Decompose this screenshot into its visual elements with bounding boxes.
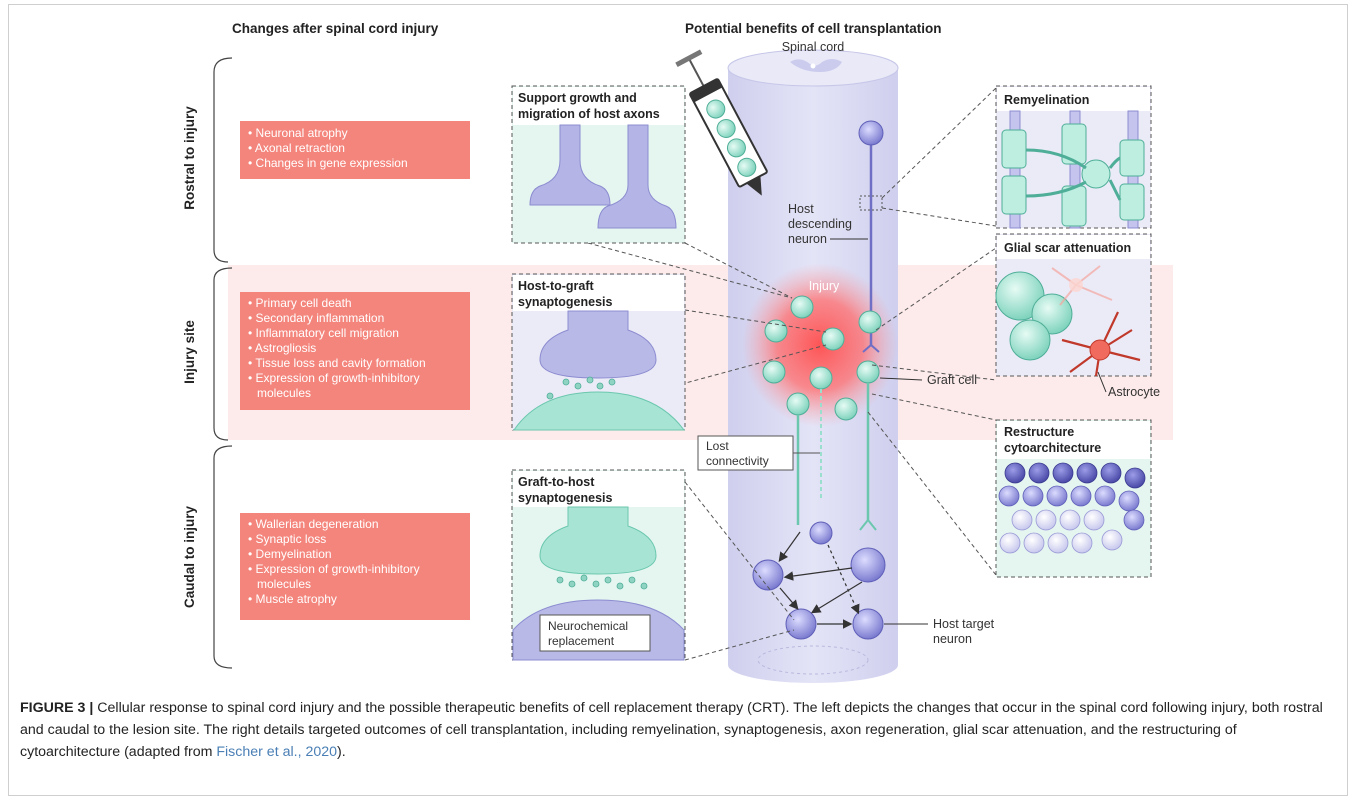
svg-text:Restructure: Restructure xyxy=(1004,425,1074,439)
svg-text:• Demyelination: • Demyelination xyxy=(248,547,332,561)
region-caudal-label: Caudal to injury xyxy=(182,506,197,609)
right-header: Potential benefits of cell transplantati… xyxy=(685,21,942,36)
panel-glial-scar: Glial scar attenuation xyxy=(995,233,1152,377)
connection-arrows xyxy=(778,531,863,629)
caudal-change-item: Synaptic loss xyxy=(256,532,327,546)
injury-changes-box xyxy=(240,292,470,410)
region-rostral-label: Rostral to injury xyxy=(182,106,197,210)
caudal-change-item: Expression of growth-inhibitory xyxy=(256,562,420,576)
caudal-change-item: molecules xyxy=(257,577,311,591)
panel-restructure: Restructure cytoarchitecture xyxy=(995,419,1152,578)
caption-citation-link[interactable]: Fischer et al., 2020 xyxy=(216,744,338,760)
injury-changes-list: • Primary cell death • Secondary inflamm… xyxy=(248,296,426,400)
figure-caption: FIGURE 3 | Cellular response to spinal c… xyxy=(20,697,1330,763)
injury-glow xyxy=(742,263,898,427)
caption-label: FIGURE 3 | xyxy=(20,700,94,716)
injury-change-item: Expression of growth-inhibitory xyxy=(256,371,420,385)
syringe-icon xyxy=(675,49,768,196)
svg-text:Lost: Lost xyxy=(706,439,729,453)
spinal-cord-label: Spinal cord xyxy=(782,40,845,54)
injury-change-item: Astrogliosis xyxy=(255,341,316,355)
astrocyte-label: Astrocyte xyxy=(1108,385,1160,399)
caudal-change-item: Muscle atrophy xyxy=(256,592,337,606)
svg-text:cytoarchitecture: cytoarchitecture xyxy=(1004,441,1101,455)
figure-diagram: Changes after spinal cord injury Potenti… xyxy=(182,21,1173,683)
panel-host-to-graft: Host-to-graft synaptogenesis xyxy=(511,273,686,431)
svg-text:• Inflammatory cell migration: • Inflammatory cell migration xyxy=(248,326,399,340)
svg-text:• Astrogliosis: • Astrogliosis xyxy=(248,341,316,355)
svg-text:• Expression of growth-inhibit: • Expression of growth-inhibitory xyxy=(248,371,420,385)
region-injury-label: Injury site xyxy=(182,320,197,384)
lost-connectivity-callout: Lost connectivity xyxy=(697,435,820,471)
rostral-change-item: Changes in gene expression xyxy=(256,156,408,170)
left-header: Changes after spinal cord injury xyxy=(232,21,439,36)
svg-text:• Wallerian degeneration: • Wallerian degeneration xyxy=(248,517,379,531)
svg-text:• Synaptic loss: • Synaptic loss xyxy=(248,532,326,546)
svg-text:Host-to-graft: Host-to-graft xyxy=(518,279,595,293)
injury-change-item: Tissue loss and cavity formation xyxy=(255,356,425,370)
rostral-changes-list: • Neuronal atrophy • Axonal retraction •… xyxy=(248,126,408,170)
injury-change-item: Inflammatory cell migration xyxy=(256,326,399,340)
svg-text:• Primary cell death: • Primary cell death xyxy=(248,296,352,310)
host-descending-label: Host descending neuron xyxy=(788,202,852,246)
injury-change-item: Primary cell death xyxy=(256,296,352,310)
svg-text:descending: descending xyxy=(788,217,852,231)
svg-text:• Neuronal atrophy: • Neuronal atrophy xyxy=(248,126,348,140)
svg-text:Neurochemical: Neurochemical xyxy=(548,619,628,633)
svg-text:Glial scar attenuation: Glial scar attenuation xyxy=(1004,241,1131,255)
svg-text:connectivity: connectivity xyxy=(706,454,769,468)
caudal-change-item: Demyelination xyxy=(256,547,332,561)
svg-text:migration of host axons: migration of host axons xyxy=(518,107,660,121)
rostral-change-item: Neuronal atrophy xyxy=(256,126,348,140)
injury-change-item: molecules xyxy=(257,386,311,400)
host-target-label: Host target neuron xyxy=(933,617,995,646)
svg-text:synaptogenesis: synaptogenesis xyxy=(518,295,613,309)
svg-text:• Muscle atrophy: • Muscle atrophy xyxy=(248,592,337,606)
svg-text:• Expression of growth-inhibit: • Expression of growth-inhibitory xyxy=(248,562,420,576)
caudal-changes-list: • Wallerian degeneration • Synaptic loss… xyxy=(248,517,420,606)
svg-text:Host target: Host target xyxy=(933,617,995,631)
svg-text:replacement: replacement xyxy=(548,634,615,648)
rostral-changes-box xyxy=(240,121,470,179)
svg-text:Support growth and: Support growth and xyxy=(518,91,637,105)
injury-label: Injury xyxy=(809,279,840,293)
svg-text:• Secondary inflammation: • Secondary inflammation xyxy=(248,311,384,325)
caption-text: Cellular response to spinal cord injury … xyxy=(20,700,1323,760)
caudal-changes-box xyxy=(240,513,470,620)
region-brackets xyxy=(213,57,233,669)
injury-change-item: Secondary inflammation xyxy=(256,311,385,325)
svg-text:• Axonal retraction: • Axonal retraction xyxy=(248,141,345,155)
rostral-change-item: Axonal retraction xyxy=(255,141,345,155)
svg-text:Graft-to-host: Graft-to-host xyxy=(518,475,595,489)
caudal-change-item: Wallerian degeneration xyxy=(256,517,379,531)
svg-text:• Changes in gene expression: • Changes in gene expression xyxy=(248,156,408,170)
svg-text:neuron: neuron xyxy=(788,232,827,246)
svg-text:• Tissue loss and cavity forma: • Tissue loss and cavity formation xyxy=(248,356,426,370)
svg-text:Host: Host xyxy=(788,202,814,216)
svg-text:neuron: neuron xyxy=(933,632,972,646)
graft-axons xyxy=(796,383,877,531)
figure-frame xyxy=(8,4,1348,796)
panel-remyelination: Remyelination xyxy=(995,85,1152,229)
panel-graft-to-host: Graft-to-host synaptogenesis Neurochemic… xyxy=(511,469,686,661)
caption-end: ). xyxy=(337,744,346,760)
caudal-host-neurons xyxy=(752,521,886,640)
graft-cells xyxy=(762,295,882,421)
svg-text:synaptogenesis: synaptogenesis xyxy=(518,491,613,505)
svg-text:Remyelination: Remyelination xyxy=(1004,93,1089,107)
panel-support-growth: Support growth and migration of host axo… xyxy=(511,85,686,244)
